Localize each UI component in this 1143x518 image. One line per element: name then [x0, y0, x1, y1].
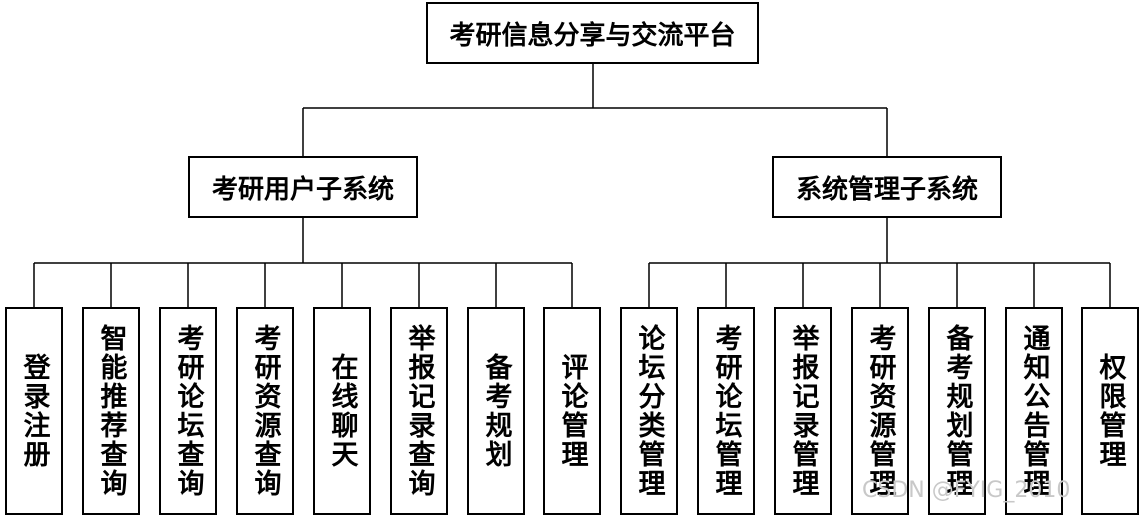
- root-node: 考研信息分享与交流平台: [426, 2, 759, 64]
- module-label: 考研论坛查询: [172, 324, 204, 498]
- module-label: 考研论坛管理: [710, 324, 742, 498]
- module-label: 在线聊天: [326, 353, 358, 469]
- module-node: 权限管理: [1081, 307, 1139, 515]
- module-label: 举报记录查询: [403, 324, 435, 498]
- module-node: 考研论坛管理: [697, 307, 755, 515]
- module-label: 备考规划管理: [941, 324, 973, 498]
- module-node: 举报记录管理: [774, 307, 832, 515]
- module-label: 考研资源查询: [249, 324, 281, 498]
- module-node: 举报记录查询: [390, 307, 448, 515]
- module-label: 智能推荐查询: [95, 324, 127, 498]
- subsystem-user-label: 考研用户子系统: [211, 174, 394, 205]
- subsystem-admin-label: 系统管理子系统: [795, 174, 978, 205]
- module-node: 考研论坛查询: [159, 307, 217, 515]
- module-node: 登录注册: [5, 307, 63, 515]
- module-node: 考研资源查询: [236, 307, 294, 515]
- module-node: 备考规划: [467, 307, 525, 515]
- module-label: 论坛分类管理: [633, 324, 665, 498]
- module-node: 通知公告管理: [1005, 307, 1063, 515]
- module-node: 在线聊天: [313, 307, 371, 515]
- root-label: 考研信息分享与交流平台: [449, 20, 736, 51]
- module-node: 评论管理: [543, 307, 601, 515]
- module-node: 考研资源管理: [851, 307, 909, 515]
- module-label: 举报记录管理: [787, 324, 819, 498]
- subsystem-user-node: 考研用户子系统: [188, 156, 418, 218]
- module-label: 备考规划: [480, 353, 512, 469]
- module-label: 评论管理: [556, 353, 588, 469]
- module-node: 智能推荐查询: [82, 307, 140, 515]
- module-label: 通知公告管理: [1018, 324, 1050, 498]
- watermark: CSDN @FYIG_2010: [862, 478, 1071, 503]
- subsystem-admin-node: 系统管理子系统: [772, 156, 1002, 218]
- module-label: 登录注册: [18, 353, 50, 469]
- module-node: 备考规划管理: [928, 307, 986, 515]
- module-label: 权限管理: [1094, 353, 1126, 469]
- module-label: 考研资源管理: [864, 324, 896, 498]
- module-node: 论坛分类管理: [620, 307, 678, 515]
